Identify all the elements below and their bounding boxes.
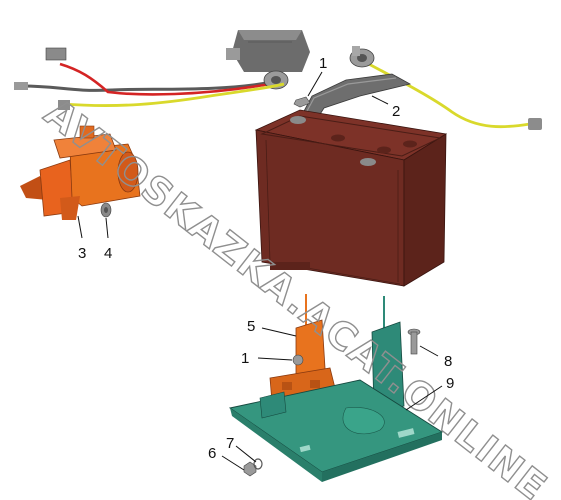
starter-motor	[20, 125, 141, 220]
callout-2: 2	[392, 103, 400, 120]
nut	[293, 96, 311, 108]
positive-cable	[14, 47, 289, 96]
callout-3: 3	[78, 245, 86, 262]
callout-1-top: 1	[319, 55, 327, 72]
leader-lines	[77, 71, 443, 471]
callout-6: 6	[208, 445, 216, 462]
callout-1-lower: 1	[241, 350, 249, 367]
bolt	[292, 354, 304, 366]
bolt-8	[407, 328, 421, 355]
battery-tray	[228, 296, 444, 482]
callout-5: 5	[247, 318, 255, 335]
callout-4: 4	[104, 245, 112, 262]
nut-6	[243, 461, 257, 477]
relay-box	[226, 30, 310, 72]
callout-8: 8	[444, 353, 452, 370]
battery	[254, 109, 448, 287]
callout-labels: 1 2 3 4 5 1 8 9 7 6	[78, 55, 454, 462]
washer	[100, 202, 112, 218]
washer-7	[253, 458, 263, 470]
callout-7: 7	[226, 435, 234, 452]
cable-clamp-2	[349, 46, 375, 68]
callout-9: 9	[446, 375, 454, 392]
